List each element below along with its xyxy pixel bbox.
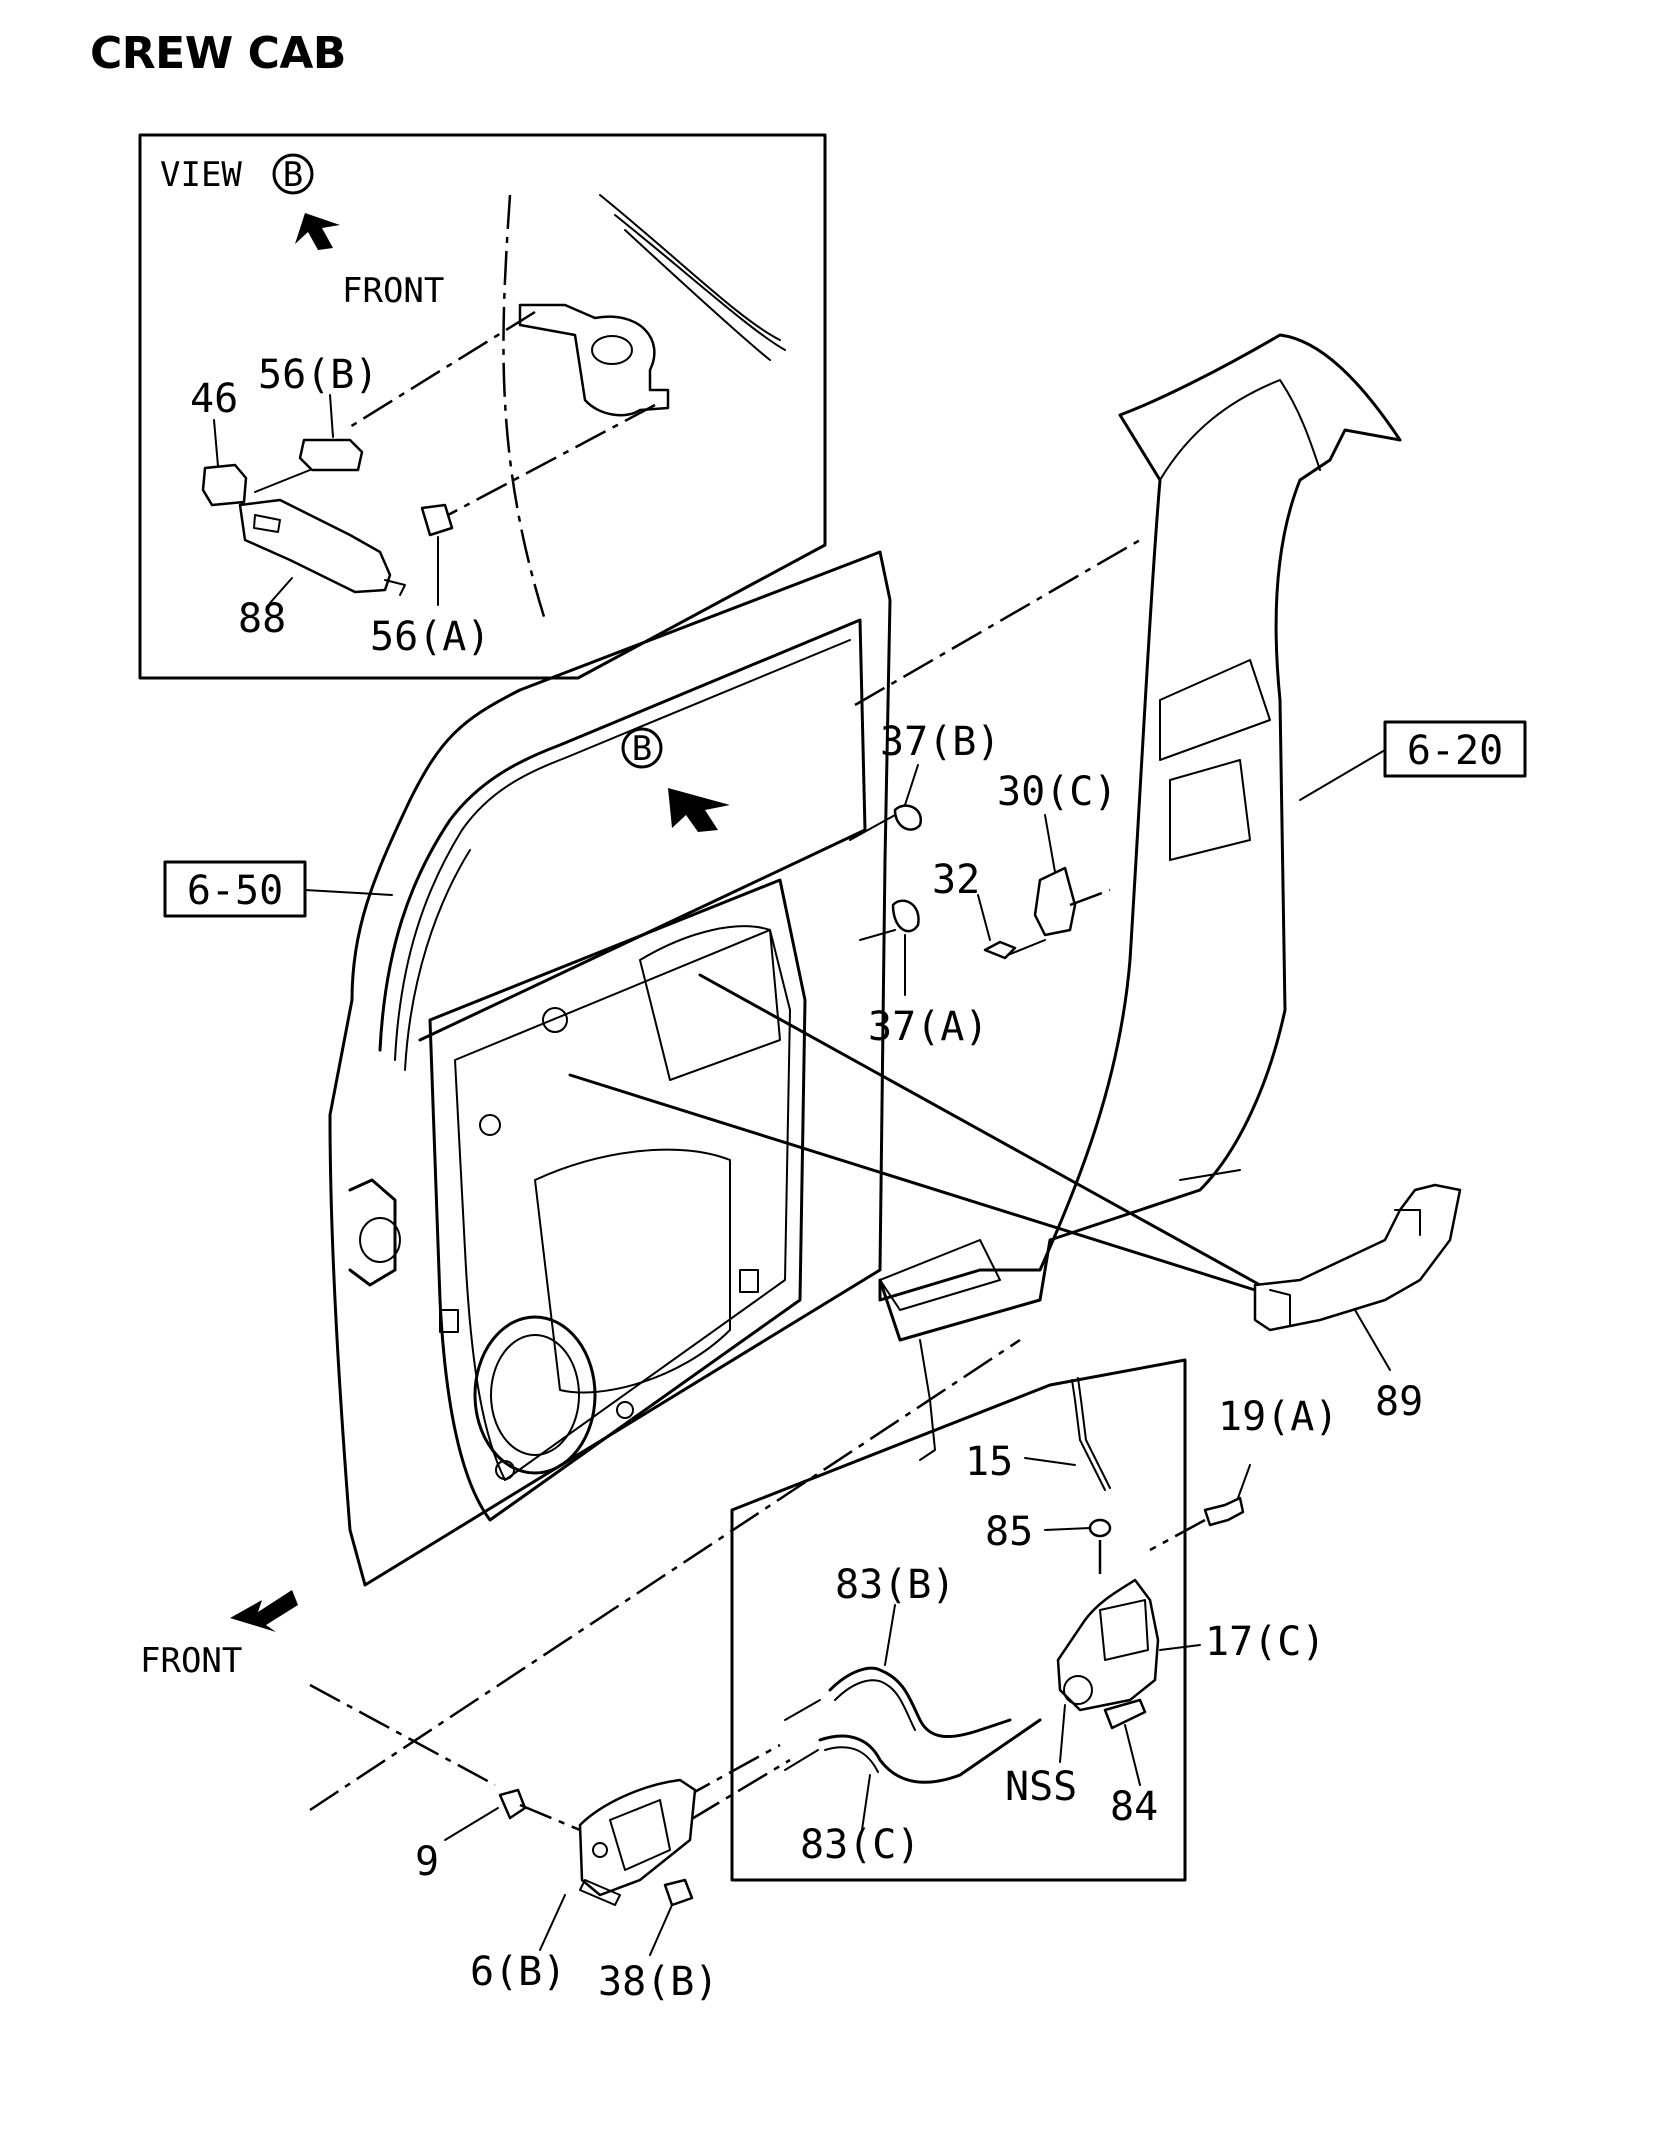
pillar-outline [878, 333, 1402, 1342]
callout-83b: 83(B) [835, 1562, 955, 1608]
callout-6b: 6(B) [470, 1949, 566, 1995]
b-marker-hole [542, 1007, 568, 1033]
door-latch-dash [309, 1338, 1021, 1812]
lower-front-label: FRONT [140, 1641, 242, 1681]
part-37b [893, 804, 923, 831]
ref-box-door [163, 860, 307, 918]
inset-view-b: VIEW B FRONT 56(B) 46 88 56(A) [138, 133, 827, 680]
page-title: CREW CAB [90, 28, 346, 79]
ref-body: 6-20 [1407, 728, 1503, 774]
inset-frame [138, 133, 827, 680]
rear-door: B 6-50 [163, 550, 892, 1587]
front-arrow-icon [295, 213, 340, 250]
inset-front-label: FRONT [342, 271, 444, 311]
callout-38b: 38(B) [598, 1959, 718, 2005]
inset-panel-dash [502, 194, 547, 621]
part-84 [1103, 1698, 1147, 1730]
door-inner-panel [428, 878, 807, 1522]
callout-19a: 19(A) [1218, 1394, 1338, 1440]
callout-30c: 30(C) [997, 769, 1117, 815]
handle-89-group: 89 [568, 973, 1462, 1425]
pillar-dash-upper [854, 538, 1141, 707]
door-speaker [473, 1315, 597, 1475]
callout-15: 15 [965, 1439, 1013, 1485]
part-89 [1253, 1183, 1462, 1332]
callout-17c: 17(C) [1205, 1619, 1325, 1665]
callout-9: 9 [415, 1839, 439, 1885]
callout-56a: 56(A) [370, 614, 490, 660]
part-9 [498, 1788, 527, 1820]
part-32 [983, 940, 1017, 960]
part-56a [420, 503, 454, 537]
callout-nss: NSS [1005, 1764, 1077, 1810]
pillar-striker-plate [1159, 659, 1271, 761]
front-arrow-lower-icon [230, 1590, 298, 1632]
body-pillar: 6-20 [309, 333, 1527, 1812]
inset-view-marker-circle [272, 153, 314, 195]
view-b-direction-icon [668, 788, 730, 832]
callout-88: 88 [238, 596, 286, 642]
door-outer-outline [328, 550, 892, 1587]
callout-84: 84 [1110, 1784, 1158, 1830]
door-window-frame [378, 618, 867, 1052]
part-19a [1203, 1496, 1245, 1527]
callout-85: 85 [985, 1509, 1033, 1555]
latch-frame [730, 1358, 1187, 1882]
part-30c [1033, 866, 1077, 937]
main-view-marker: B [632, 729, 652, 769]
part-37a [891, 899, 920, 933]
part-88 [238, 498, 392, 594]
part-46 [201, 463, 248, 507]
inset-view-marker: B [283, 155, 303, 195]
striker-parts: 37(B) 30(C) 32 37(A) [849, 719, 1117, 1050]
inside-handle-group: 6(B) 9 38(B) [309, 1683, 718, 2005]
part-56b [298, 438, 364, 472]
lower-front-indicator: FRONT [140, 1590, 298, 1681]
callout-83c: 83(C) [800, 1822, 920, 1868]
part-15 [1071, 1379, 1106, 1491]
callout-56b: 56(B) [258, 352, 378, 398]
part-38b [663, 1878, 694, 1907]
ref-door: 6-50 [187, 868, 283, 914]
ref-box-body [1383, 720, 1527, 778]
part-6b [578, 1778, 697, 1897]
latch-inset: 15 85 19(A) 17(C) 84 NSS 83(B) 83(C) [679, 1358, 1338, 1882]
inset-reinforcement [518, 303, 670, 417]
part-83c [818, 1718, 1042, 1784]
callout-37b: 37(B) [880, 719, 1000, 765]
inset-view-label: VIEW [160, 155, 242, 195]
callout-46: 46 [190, 376, 238, 422]
callout-89: 89 [1375, 1379, 1423, 1425]
callout-37a: 37(A) [868, 1004, 988, 1050]
part-85 [1088, 1518, 1112, 1538]
part-83b [828, 1666, 1012, 1739]
callout-32: 32 [932, 857, 980, 903]
